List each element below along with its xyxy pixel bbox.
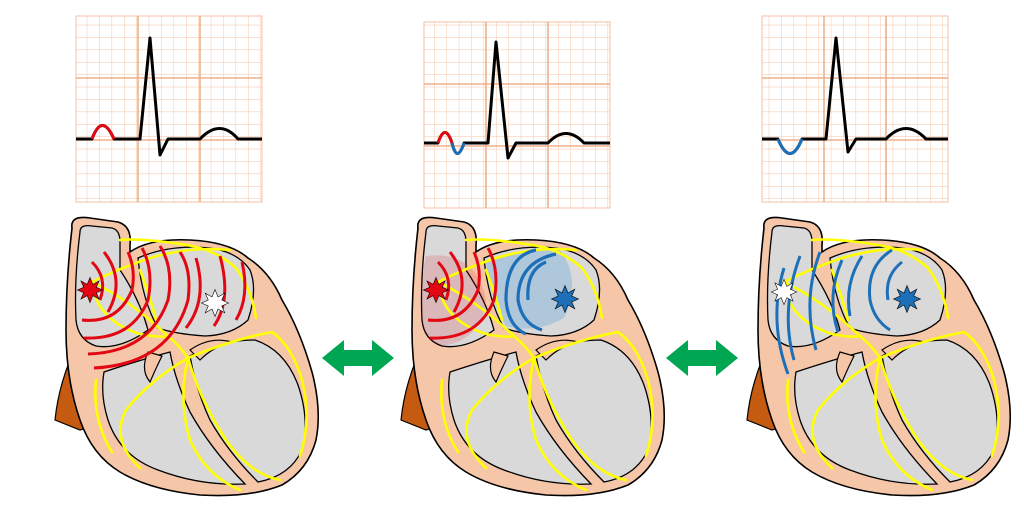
red-spark-icon: [423, 277, 449, 303]
p-wave-positive-middle: [436, 131, 454, 144]
heart-left: [54, 216, 320, 497]
p-wave-upright-left: [90, 124, 116, 140]
white-spark-icon: [771, 279, 797, 305]
double-arrow-icon: [322, 340, 394, 376]
atrial-wavefront-blue: [504, 248, 557, 336]
blue-spark-icon: [893, 285, 921, 313]
ecg-grid-middle: [423, 21, 611, 209]
atrial-wavefront-red: [427, 247, 498, 340]
blue-spark-icon: [551, 285, 579, 313]
ecg-grid-right: [761, 15, 949, 203]
heart-middle: [400, 216, 666, 497]
red-spark-icon: [77, 277, 103, 303]
double-arrow-icon: [666, 340, 738, 376]
atrial-wavefront-red: [81, 245, 247, 370]
white-spark-icon: [201, 289, 229, 317]
atrial-wavefront-blue: [775, 248, 903, 375]
p-wave-inverted-right: [776, 138, 804, 155]
p-wave-negative-middle: [450, 142, 466, 155]
ecg-grid-left: [75, 15, 263, 203]
heart-right: [746, 216, 1012, 497]
